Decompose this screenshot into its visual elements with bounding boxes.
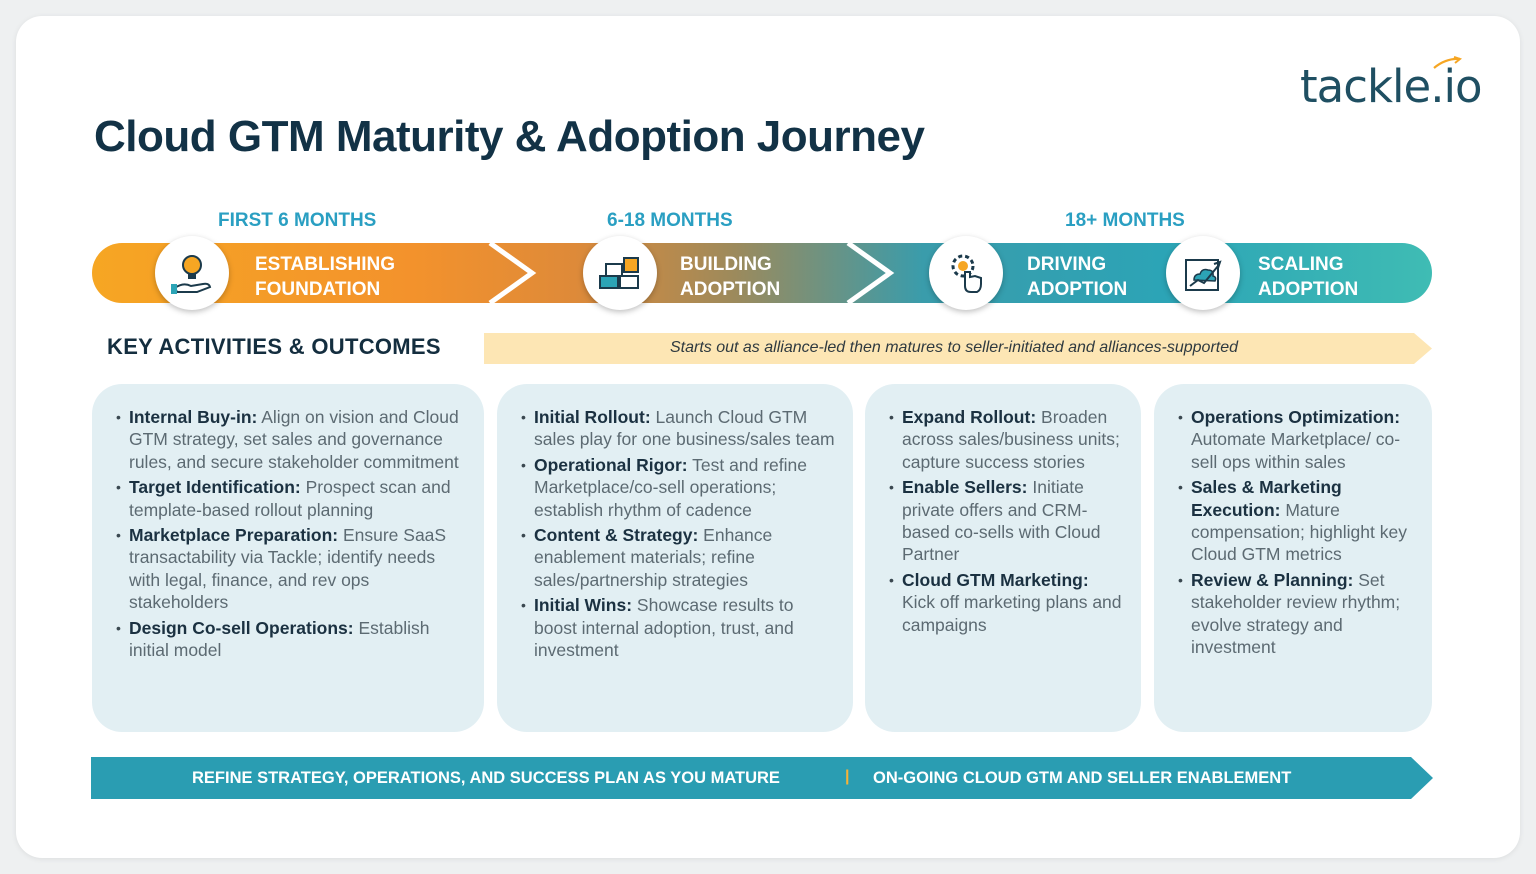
activity-item: Expand Rollout: Broaden across sales/bus… [889,406,1125,473]
stage-label-line1: DRIVING [1027,254,1107,275]
activity-item: Target Identification: Prospect scan and… [116,476,468,521]
stage-label-line1: SCALING [1258,254,1344,275]
footer-right-text: ON-GOING CLOUD GTM AND SELLER ENABLEMENT [873,769,1292,787]
phase-label-18-plus-months: 18+ MONTHS [1065,210,1185,231]
maturity-banner-arrow [484,333,1432,364]
stage-label-line1: ESTABLISHING [255,254,396,275]
stage-label-establishing-foundation: ESTABLISHING FOUNDATION [255,252,395,302]
activity-item: Design Co-sell Operations: Establish ini… [116,617,468,662]
activity-item: Operational Rigor: Test and refine Marke… [521,454,841,521]
building-blocks-icon [599,257,639,289]
maturity-banner-text: Starts out as alliance-led then matures … [669,339,1239,356]
activity-item: Internal Buy-in: Align on vision and Clo… [116,406,468,473]
cloud-chart-icon [1185,259,1222,291]
stage-label-line2: ADOPTION [680,279,781,300]
activity-item: Enable Sellers: Initiate private offers … [889,476,1125,566]
page-title: Cloud GTM Maturity & Adoption Journey [94,112,925,161]
phase-label-first-6-months: FIRST 6 MONTHS [218,210,377,231]
stage-label-driving-adoption: DRIVING ADOPTION [1027,252,1127,302]
activities-panel-building: Initial Rollout: Launch Cloud GTM sales … [497,384,853,732]
lightbulb-hand-icon [171,255,212,294]
activity-item: Operations Optimization: Automate Market… [1178,406,1416,473]
stage-label-line2: FOUNDATION [255,279,381,300]
stage-icon-scaling-adoption [1166,236,1240,310]
activity-item: Sales & Marketing Execution: Mature comp… [1178,476,1416,566]
activities-panel-driving: Expand Rollout: Broaden across sales/bus… [865,384,1141,732]
phase-label-6-18-months: 6-18 MONTHS [607,210,733,231]
activity-item: Cloud GTM Marketing: Kick off marketing … [889,569,1125,636]
stage-label-scaling-adoption: SCALING ADOPTION [1258,252,1358,302]
footer-left-text: REFINE STRATEGY, OPERATIONS, AND SUCCESS… [192,769,780,787]
activity-item: Initial Wins: Showcase results to boost … [521,594,841,661]
footer-separator: | [845,768,850,785]
footer-arrow-bar [91,757,1433,799]
stage-icon-driving-adoption [929,236,1003,310]
activity-item: Marketplace Preparation: Ensure SaaS tra… [116,524,468,614]
stage-label-line2: ADOPTION [1258,279,1359,300]
activity-item: Initial Rollout: Launch Cloud GTM sales … [521,406,841,451]
tackle-logo: tackle.io [1300,60,1483,113]
activity-item: Review & Planning: Set stakeholder revie… [1178,569,1416,659]
activities-panel-scaling: Operations Optimization: Automate Market… [1154,384,1432,732]
stage-label-line2: ADOPTION [1027,279,1128,300]
stage-label-building-adoption: BUILDING ADOPTION [680,252,780,302]
key-activities-heading: KEY ACTIVITIES & OUTCOMES [107,334,441,359]
activity-item: Content & Strategy: Enhance enablement m… [521,524,841,591]
stage-label-line1: BUILDING [680,254,772,275]
gear-hand-icon [951,254,982,293]
stage-icon-building-adoption [583,236,657,310]
stage-icon-establishing-foundation [155,236,229,310]
logo-accent-swoosh [1433,56,1462,69]
activities-panel-establishing: Internal Buy-in: Align on vision and Clo… [92,384,484,732]
